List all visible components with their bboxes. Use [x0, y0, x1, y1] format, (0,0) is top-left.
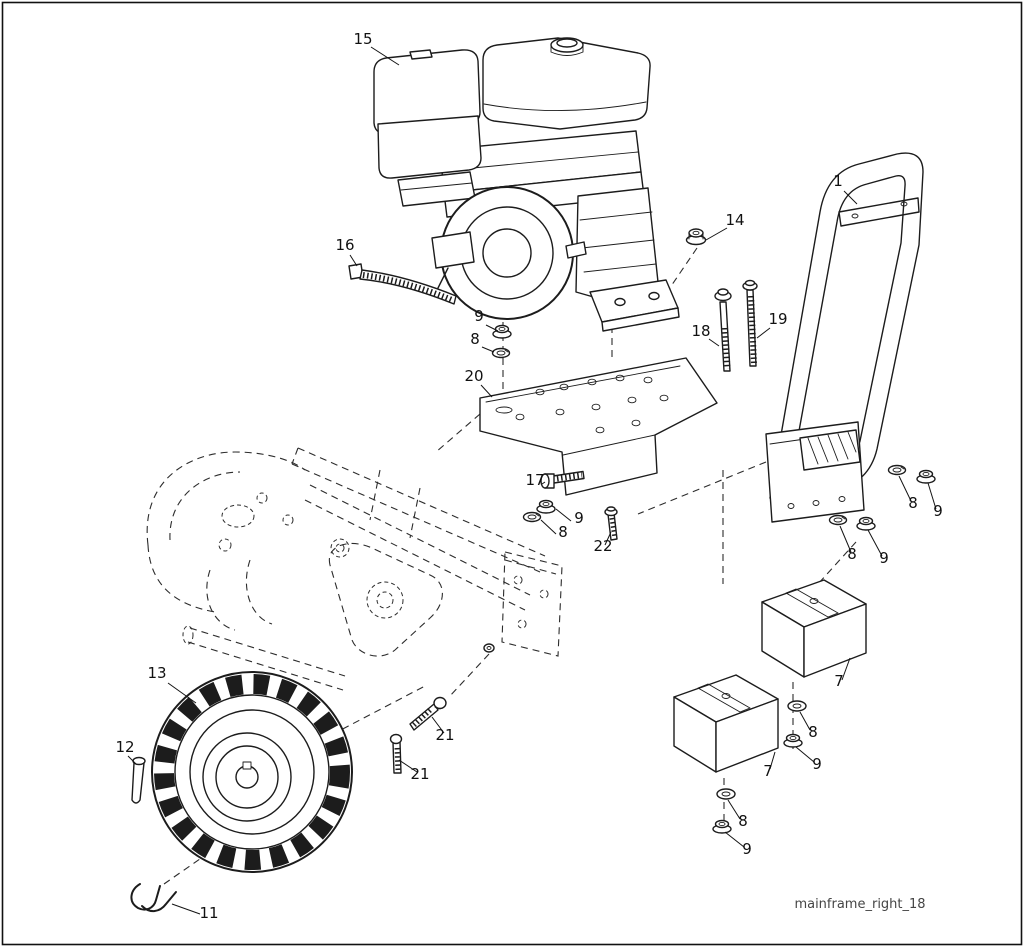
callout-nut-9-handle-upper: 9	[933, 502, 943, 520]
callout-nut-9-plate: 9	[574, 509, 584, 527]
flange-nut-9-plate	[536, 499, 556, 514]
callout-washer-8-handle-lower: 8	[847, 545, 857, 563]
bolt-17	[540, 470, 585, 489]
leader-lines	[127, 46, 937, 915]
callout-nut-9-handle-lower: 9	[879, 549, 889, 567]
flange-nut-9-weight-lower	[712, 819, 732, 834]
callout-bolt-18: 18	[691, 322, 710, 340]
lock-washer-8-plate	[522, 511, 542, 523]
callout-clip-11: 11	[199, 904, 218, 922]
lock-washer-8-engine	[491, 347, 511, 359]
flange-nut-9-handle-lower	[856, 516, 876, 531]
weight-blocks-drawing	[673, 579, 867, 773]
bolt-18	[714, 288, 732, 372]
callout-washer-8-weight-upper: 8	[808, 723, 818, 741]
callout-bolt-21-lower: 21	[410, 765, 429, 783]
callout-weight-lower: 7	[763, 762, 773, 780]
bolt-21-lower	[389, 733, 403, 774]
ghost-tine-assembly-drawing	[146, 447, 563, 691]
flange-nut-14	[685, 228, 707, 246]
clevis-pin-drawing	[131, 756, 146, 804]
lock-washer-8-handle-lower	[828, 514, 848, 526]
wheel-drawing	[151, 671, 353, 873]
callout-bolt-21-upper: 21	[435, 726, 454, 744]
lock-washer-8-weight-upper	[787, 700, 807, 712]
handle-frame-drawing	[765, 152, 924, 523]
cable-tie-drawing	[348, 263, 457, 305]
callout-washer-8-handle-upper: 8	[908, 494, 918, 512]
callout-labels: 15 16 14 1 18 19 9 8 20 17 9 8 22 8 9 8 …	[115, 30, 942, 922]
flange-nut-9-engine	[492, 324, 512, 339]
bolt-21-upper	[409, 696, 447, 731]
callout-washer-8-plate: 8	[558, 523, 568, 541]
callout-nut-9-weight-lower: 9	[742, 840, 752, 858]
bolt-19	[742, 279, 758, 367]
lock-washer-8-handle-upper	[887, 464, 907, 476]
callout-pin-12: 12	[115, 738, 134, 756]
callout-nut-9-engine: 9	[474, 307, 484, 325]
callout-engine: 15	[353, 30, 372, 48]
callout-handle: 1	[833, 172, 843, 190]
callout-weight-upper: 7	[834, 672, 844, 690]
callout-bolt-22: 22	[593, 537, 612, 555]
mounting-plate-drawing	[479, 357, 718, 496]
callout-bolt-19: 19	[768, 310, 787, 328]
lock-washer-8-weight-lower	[716, 788, 736, 800]
callout-nut-9-weight-upper: 9	[812, 755, 822, 773]
flange-nut-9-handle-upper	[916, 469, 936, 484]
callout-washer-8-weight-lower: 8	[738, 812, 748, 830]
figure-footer-label: mainframe_right_18	[794, 897, 925, 912]
callout-bolt-17: 17	[525, 471, 544, 489]
bolt-22	[604, 506, 618, 541]
callout-nut-14: 14	[725, 211, 744, 229]
hairpin-clip-drawing	[130, 883, 177, 912]
callout-wheel: 13	[147, 664, 166, 682]
callout-cable-tie: 16	[335, 236, 354, 254]
engine-drawing	[373, 37, 680, 332]
flange-nut-9-weight-upper	[783, 733, 803, 748]
fasteners-drawing	[389, 228, 936, 834]
callout-plate: 20	[464, 367, 483, 385]
callout-washer-8-engine: 8	[470, 330, 480, 348]
